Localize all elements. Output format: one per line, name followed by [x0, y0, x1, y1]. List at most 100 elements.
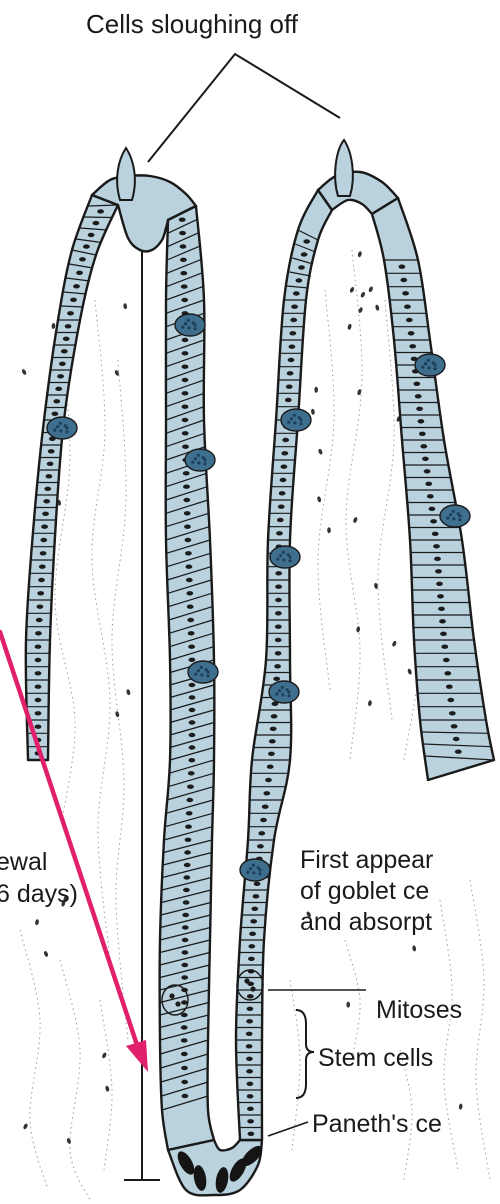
mucin-granule — [287, 553, 290, 556]
annotation-arrow-shaft — [0, 632, 138, 1048]
cell-nucleus — [181, 1025, 188, 1029]
mucin-granule — [276, 558, 279, 561]
mucin-granule — [287, 421, 290, 424]
goblet-cell — [415, 354, 445, 376]
cell-nucleus — [433, 544, 440, 548]
cell-nucleus — [276, 531, 283, 535]
cell-nucleus — [247, 1094, 254, 1098]
fibroblast-nucleus — [43, 950, 49, 957]
cell-nucleus — [43, 499, 50, 503]
cell-nucleus — [443, 658, 450, 662]
cell-nucleus — [63, 337, 70, 341]
cell-nucleus — [409, 344, 416, 348]
mucin-granule — [421, 366, 424, 369]
cell-nucleus — [61, 349, 68, 353]
cell-nucleus — [182, 1094, 189, 1098]
cell-nucleus — [429, 507, 436, 511]
label-stem-cells: Stem cells — [318, 1044, 433, 1073]
fibroblast-nucleus — [349, 286, 355, 293]
cell-nucleus — [246, 1032, 253, 1036]
cell-nucleus — [296, 278, 303, 282]
fibroblast-nucleus — [327, 527, 331, 533]
cell-nucleus — [453, 737, 460, 741]
mucin-granule — [427, 359, 430, 362]
goblet-cell — [47, 417, 77, 439]
mucin-granule — [275, 693, 278, 696]
fibroblast-nucleus — [407, 668, 413, 675]
mucin-granule — [194, 457, 197, 460]
cell-nucleus — [444, 671, 451, 675]
cell-nucleus — [246, 1044, 253, 1048]
cell-nucleus — [416, 407, 423, 411]
cell-nucleus — [247, 1007, 254, 1011]
mucin-granule — [206, 674, 209, 677]
cell-nucleus — [260, 818, 267, 822]
cell-nucleus — [184, 525, 191, 529]
cell-nucleus — [438, 607, 445, 611]
mucin-granule — [197, 454, 200, 457]
fibroblast-nucleus — [368, 286, 374, 293]
cell-nucleus — [189, 683, 196, 687]
cell-nucleus — [186, 565, 193, 569]
cell-nucleus — [44, 487, 51, 491]
connective-fiber — [378, 300, 394, 720]
cell-nucleus — [184, 850, 191, 854]
sloughing-cell-left — [117, 148, 135, 200]
mucin-granule — [281, 686, 284, 689]
cell-nucleus — [247, 1107, 254, 1111]
cell-nucleus — [189, 745, 196, 749]
cell-nucleus — [187, 605, 194, 609]
connective-fiber — [20, 930, 48, 1190]
mucin-granule — [287, 694, 290, 697]
cell-nucleus — [257, 844, 264, 848]
mucin-granule — [56, 425, 59, 428]
cell-nucleus — [440, 632, 447, 636]
cell-nucleus — [247, 994, 254, 998]
cell-nucleus — [182, 925, 189, 929]
cell-nucleus — [402, 291, 409, 295]
cell-nucleus — [258, 831, 265, 835]
mucin-granule — [252, 864, 255, 867]
mucin-granule — [458, 518, 461, 521]
cell-nucleus — [290, 318, 297, 322]
cell-nucleus — [93, 221, 100, 225]
mitotic-chromatin — [169, 993, 174, 998]
fibroblast-nucleus — [352, 517, 358, 524]
cell-nucleus — [183, 471, 190, 475]
mucin-granule — [457, 512, 460, 515]
label-cells-sloughing-off: Cells sloughing off — [86, 10, 298, 39]
fibroblast-nucleus — [51, 323, 55, 329]
cell-nucleus — [52, 412, 59, 416]
cell-nucleus — [404, 305, 411, 309]
fibroblast-nucleus — [346, 1002, 350, 1008]
cell-nucleus — [289, 331, 296, 335]
fibroblast-nucleus — [356, 626, 360, 632]
goblet-cell — [281, 409, 311, 431]
cell-nucleus — [408, 331, 415, 335]
cell-boundary — [84, 217, 113, 218]
cell-nucleus — [185, 838, 192, 842]
mucin-granule — [246, 871, 249, 874]
mitotic-chromatin — [250, 986, 255, 991]
cell-nucleus — [447, 698, 454, 702]
cell-nucleus — [188, 758, 195, 762]
cell-nucleus — [265, 778, 272, 782]
cell-nucleus — [273, 677, 280, 681]
cell-nucleus — [35, 658, 42, 662]
mucin-granule — [200, 666, 203, 669]
cell-nucleus — [251, 907, 258, 911]
cell-nucleus — [415, 394, 422, 398]
cell-nucleus — [285, 398, 292, 402]
cell-nucleus — [249, 932, 256, 936]
mucin-granule — [203, 462, 206, 465]
connective-fiber — [470, 880, 490, 1180]
cell-nucleus — [35, 711, 42, 715]
cell-nucleus — [186, 798, 193, 802]
cell-nucleus — [182, 445, 189, 449]
cell-nucleus — [37, 591, 44, 595]
cell-nucleus — [281, 451, 288, 455]
cell-nucleus — [67, 311, 74, 315]
cell-nucleus — [188, 631, 195, 635]
cell-nucleus — [278, 505, 285, 509]
connective-fiber — [112, 360, 128, 1040]
